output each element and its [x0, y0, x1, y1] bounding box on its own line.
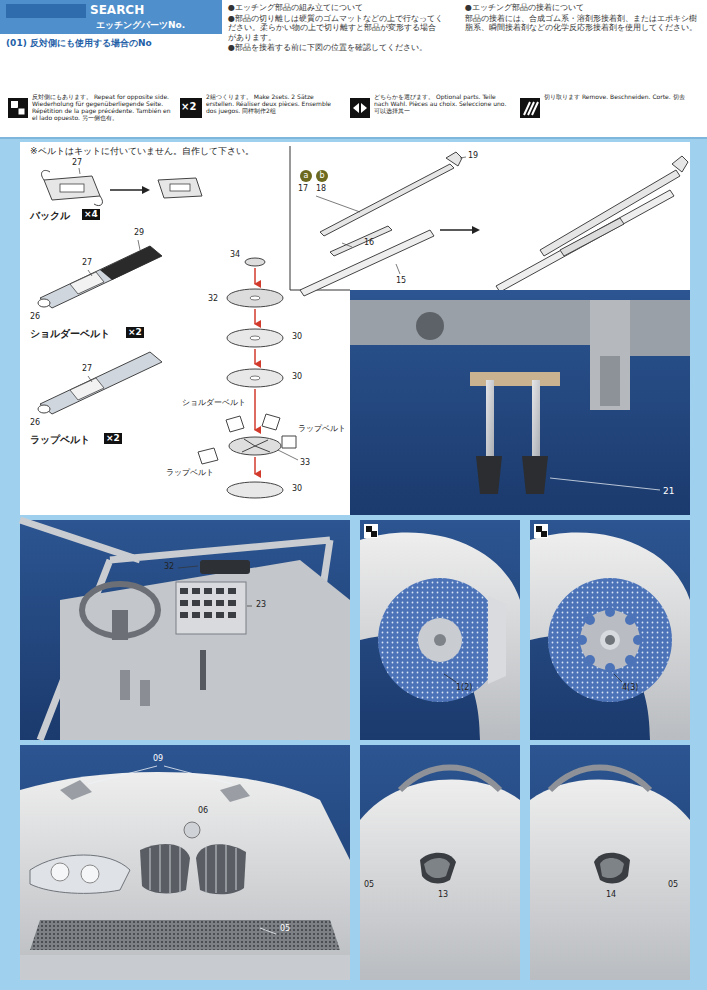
- part-number: 30: [292, 332, 302, 342]
- note-heading: ●エッチング部品の組み立てについて: [228, 3, 443, 13]
- part-number: 21: [663, 486, 674, 497]
- belt-note: ※ベルトはキットに付いていません。自作して下さい。: [30, 146, 254, 157]
- legend-text: 2組つくります。 Make 2sets. 2 Sätze erstellen. …: [206, 94, 342, 115]
- note-text: 部品の接着には、合成ゴム系・溶剤形接着剤、またはエポキシ樹脂系、瞬間接着剤などの…: [465, 14, 697, 33]
- part-number: 23: [256, 600, 266, 610]
- part-name: ショルダーベルト: [182, 398, 246, 408]
- part-number: 14: [606, 890, 616, 900]
- header-title: エッチングパーツNo.: [96, 20, 185, 31]
- part-number: 4(3): [622, 683, 638, 693]
- part-name: ショルダーベルト: [30, 328, 110, 340]
- part-number: 17: [298, 184, 308, 194]
- legend-text: 反対側にもあります。 Repeat for opposite side. Wie…: [32, 94, 172, 122]
- option-mark: a: [300, 170, 312, 182]
- icon-text: ×2: [181, 101, 196, 113]
- part-name: ラップベルト: [30, 434, 90, 446]
- part-number: 06: [198, 806, 208, 816]
- legend-text: 切り取ります Remove. Beschneiden. Corte. 切去: [544, 94, 694, 101]
- part-number: 05: [280, 924, 290, 934]
- part-number: 30: [292, 484, 302, 494]
- part-number: 30: [292, 372, 302, 382]
- part-number: 27: [82, 364, 92, 374]
- part-number: 15: [396, 276, 406, 286]
- quantity-badge: ×4: [82, 209, 100, 220]
- part-name: ラップベルト: [298, 424, 346, 434]
- part-number: 13: [438, 890, 448, 900]
- option-mark: b: [316, 170, 328, 182]
- part-number: 26: [30, 418, 40, 428]
- part-number: 29: [134, 228, 144, 238]
- part-number: 19: [468, 151, 478, 161]
- part-name: ラップベルト: [166, 468, 214, 478]
- part-number: 1(2): [456, 683, 472, 693]
- part-number: 09: [153, 754, 163, 764]
- quantity-badge: ×2: [104, 433, 122, 444]
- part-number: 34: [230, 250, 240, 260]
- part-name: バックル: [30, 210, 70, 222]
- part-number: 27: [82, 258, 92, 268]
- part-number: 26: [30, 312, 40, 322]
- part-number: 27: [72, 158, 82, 168]
- note-text: ●部品を接着する前に下図の位置を確認してください。: [228, 43, 443, 53]
- part-number: 16: [364, 238, 374, 248]
- part-number: 32: [208, 294, 218, 304]
- part-number: 05: [668, 880, 678, 890]
- part-number: 05: [364, 880, 374, 890]
- quantity-badge: ×2: [126, 327, 144, 338]
- watermark: SEARCH: [90, 3, 144, 17]
- note-text: ●部品の切り離しは硬質のゴムマットなどの上で行なってください。柔らかい物の上で切…: [228, 14, 443, 43]
- note-heading: ●エッチング部品の接着について: [465, 3, 697, 13]
- part-number: 32: [164, 562, 174, 572]
- legend-text: どちらかを選びます。 Optional parts. Teile nach Wa…: [374, 94, 512, 115]
- part-number: 33: [300, 458, 310, 468]
- part-number: 18: [316, 184, 326, 194]
- header-note: (01) 反対側にも使用する場合のNo: [6, 38, 152, 49]
